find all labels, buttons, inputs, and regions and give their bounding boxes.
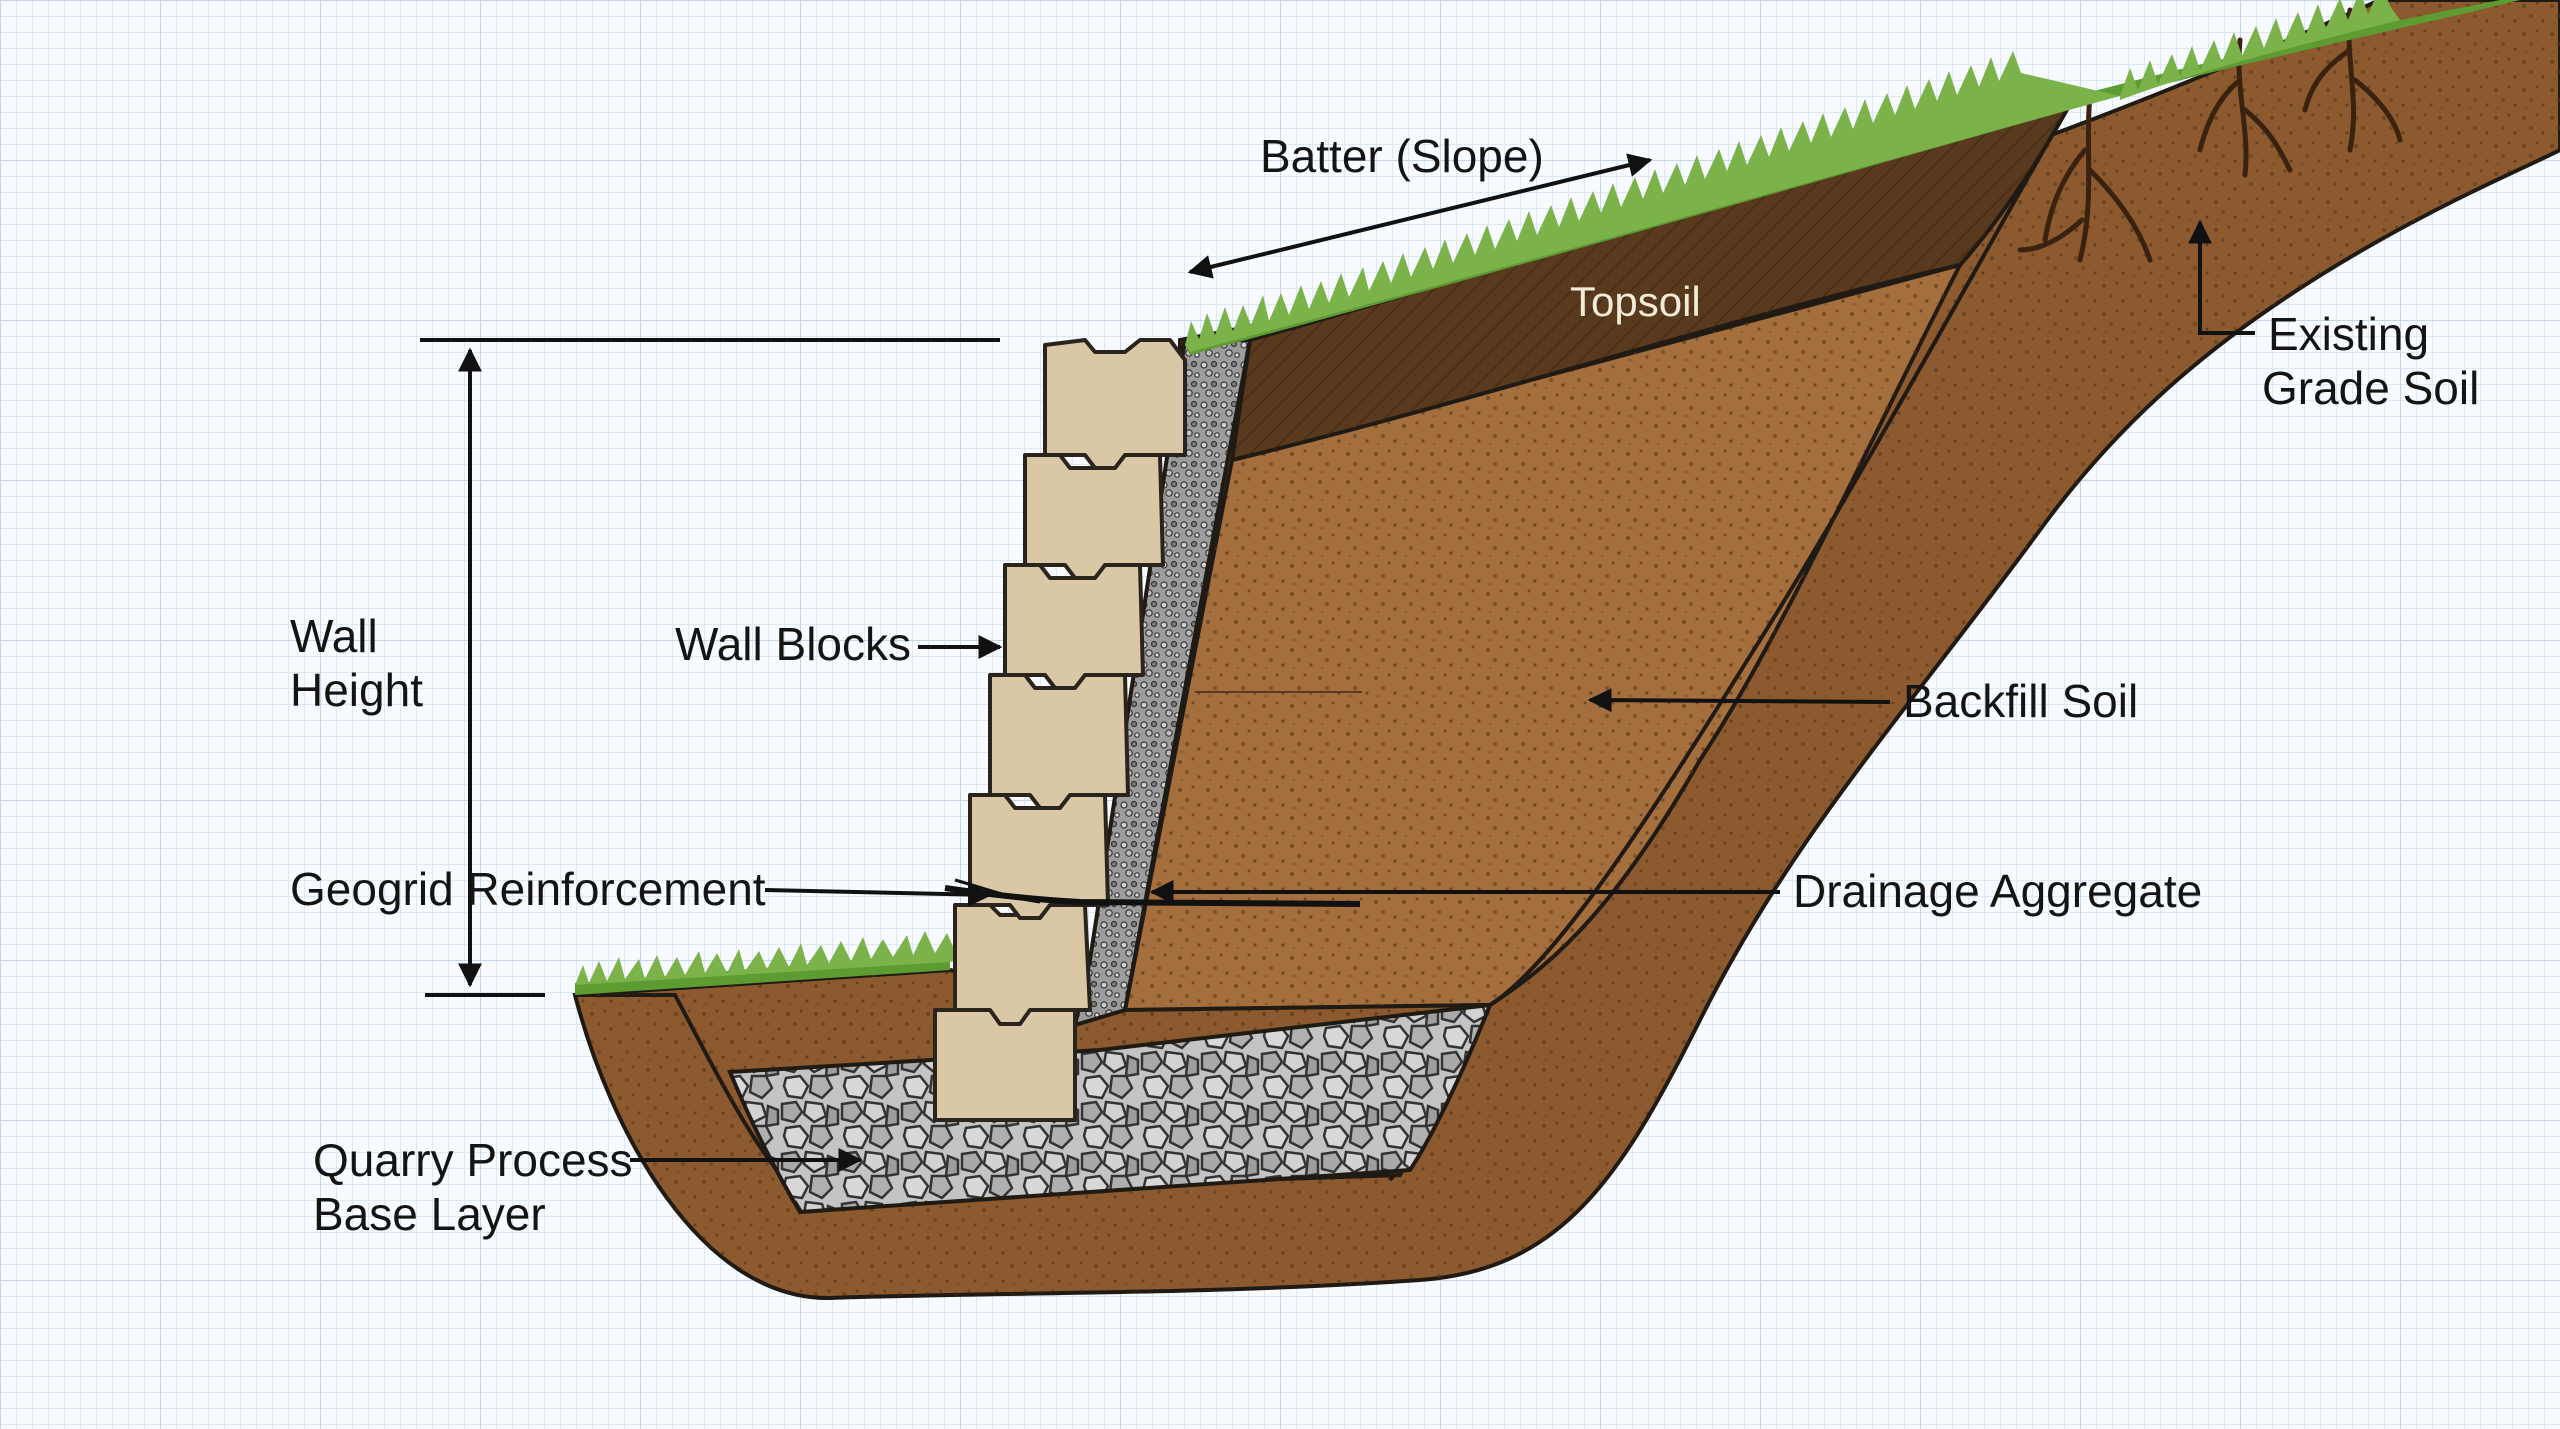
existing-grade-leader: [2188, 219, 2255, 335]
existing-grade-label-line1: Existing: [2268, 308, 2429, 360]
wall-block: [953, 903, 1092, 1026]
wall-block: [1043, 338, 1187, 470]
existing-grade-label-line2: Grade Soil: [2262, 362, 2479, 414]
backfill-soil-label: Backfill Soil: [1903, 675, 2138, 727]
wall-height-dimension: [420, 338, 1000, 997]
wall-block: [1003, 563, 1145, 690]
topsoil-label: Topsoil: [1570, 278, 1701, 325]
geogrid-leader: [764, 882, 993, 907]
batter-arrow: [1187, 153, 1653, 279]
wall-blocks: [933, 338, 1187, 1122]
wall-height-label-line2: Height: [290, 664, 423, 716]
wall-block: [988, 673, 1130, 810]
geogrid-label: Geogrid Reinforcement: [290, 863, 766, 915]
wall-block: [1023, 453, 1165, 580]
drainage-aggregate-label: Drainage Aggregate: [1793, 865, 2202, 917]
wall-block: [933, 1008, 1077, 1122]
backfill-soil-leader: [1587, 688, 1891, 713]
roots: [2017, 7, 2403, 263]
wall-blocks-label: Wall Blocks: [675, 618, 911, 670]
quarry-label-line1: Quarry Process: [313, 1134, 633, 1186]
wall-height-label-line1: Wall: [290, 610, 378, 662]
quarry-base-layer: [727, 1002, 1494, 1215]
batter-label: Batter (Slope): [1260, 130, 1544, 182]
quarry-label-line2: Base Layer: [313, 1188, 546, 1240]
